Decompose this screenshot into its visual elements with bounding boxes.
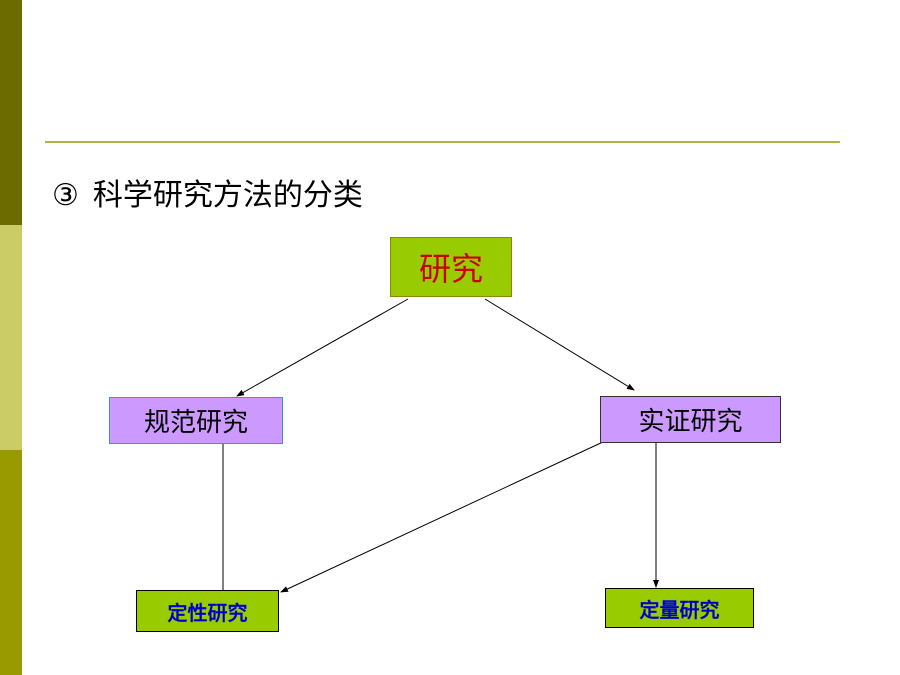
title-divider	[45, 141, 840, 143]
node-normative-research: 规范研究	[109, 397, 283, 444]
node-quantitative-label: 定量研究	[639, 597, 720, 622]
node-research-label: 研究	[418, 250, 483, 288]
node-qualitative-label: 定性研究	[167, 600, 248, 625]
node-quantitative-research: 定量研究	[605, 588, 754, 628]
slide-heading: ③ 科学研究方法的分类	[52, 170, 363, 214]
node-research: 研究	[390, 237, 512, 297]
sidebar-decoration	[0, 0, 22, 675]
node-empirical-label: 实证研究	[638, 407, 743, 437]
sidebar-block-olive	[0, 450, 22, 675]
arrow-root-to-empirical	[484, 298, 635, 391]
node-normative-label: 规范研究	[143, 408, 248, 438]
heading-number: ③	[52, 178, 79, 213]
sidebar-block-light	[0, 225, 22, 450]
heading-text: 科学研究方法的分类	[92, 178, 363, 213]
arrow-root-to-normative	[236, 298, 409, 397]
node-empirical-research: 实证研究	[600, 396, 781, 443]
sidebar-block-dark	[0, 0, 22, 225]
node-qualitative-research: 定性研究	[136, 590, 279, 632]
arrow-empirical-to-qualitative	[280, 440, 606, 593]
